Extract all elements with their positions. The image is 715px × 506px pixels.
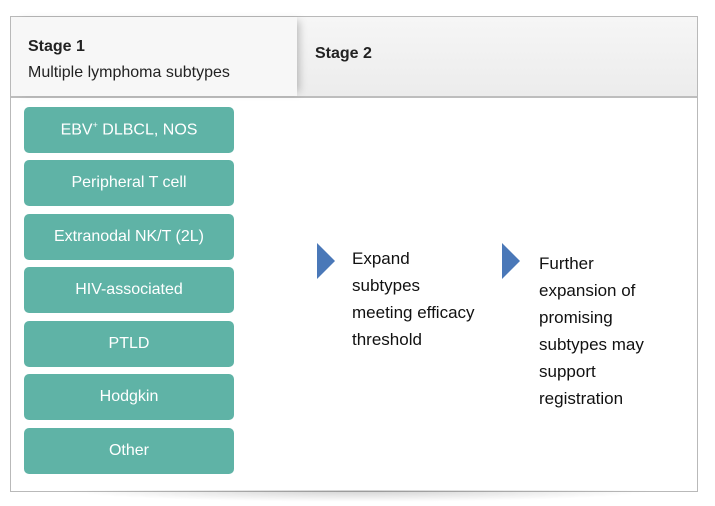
arrow-right-icon <box>502 243 520 279</box>
diagram-frame: Stage 1 Multiple lymphoma subtypes Stage… <box>10 16 698 492</box>
subtype-label: EBV+ DLBCL, NOS <box>60 120 198 139</box>
subtype-box-other: Other <box>24 428 234 474</box>
subtype-box-peripheral-t-cell: Peripheral T cell <box>24 160 234 206</box>
stage1-header: Stage 1 Multiple lymphoma subtypes <box>11 17 297 96</box>
subtype-label: HIV-associated <box>75 281 183 298</box>
arrow-right-icon <box>317 243 335 279</box>
header-bar: Stage 1 Multiple lymphoma subtypes Stage… <box>11 17 697 98</box>
subtype-label: Extranodal NK/T (2L) <box>54 228 204 245</box>
subtype-label: Peripheral T cell <box>71 174 187 191</box>
subtype-box-extranodal-nk-t: Extranodal NK/T (2L) <box>24 214 234 260</box>
stage2-step1-text: Expand subtypes meeting efficacy thresho… <box>352 249 475 349</box>
stage2-step2-text: Further expansion of promising subtypes … <box>539 254 644 408</box>
subtype-label: Hodgkin <box>99 388 159 405</box>
subtype-box-ptld: PTLD <box>24 321 234 367</box>
stage2-title: Stage 2 <box>315 45 372 62</box>
subtype-box-ebv-dlbcl: EBV+ DLBCL, NOS <box>24 107 234 153</box>
stage1-title: Stage 1 <box>28 38 85 55</box>
stage1-subtitle: Multiple lymphoma subtypes <box>28 64 230 81</box>
subtype-box-hodgkin: Hodgkin <box>24 374 234 420</box>
subtype-label: Other <box>108 442 149 459</box>
frame-shadow <box>60 490 660 502</box>
subtype-box-hiv-associated: HIV-associated <box>24 267 234 313</box>
subtype-label: PTLD <box>108 335 150 352</box>
